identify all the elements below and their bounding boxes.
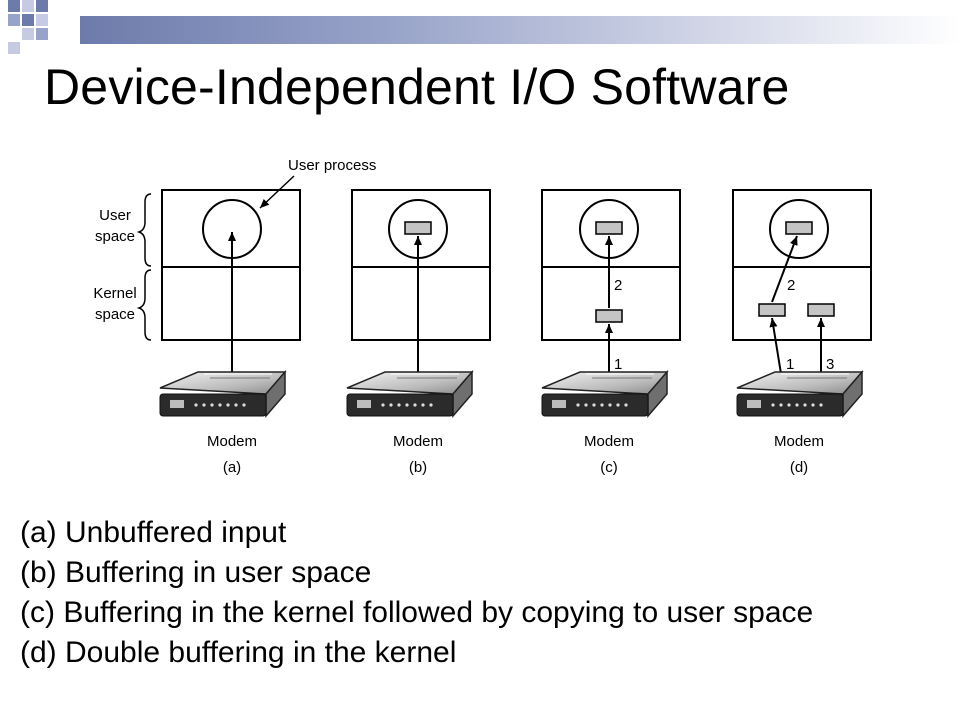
panel-b-box bbox=[351, 189, 491, 341]
panel-c-modem bbox=[541, 371, 668, 417]
user-process-label: User process bbox=[288, 157, 376, 174]
panel-d-kernel-buffer-1 bbox=[758, 303, 786, 317]
panel-d-label: (d) bbox=[790, 459, 808, 476]
panel-d-arrow-label-1: 1 bbox=[786, 356, 794, 373]
panel-c-kernel-buffer bbox=[595, 309, 623, 323]
panel-b-user-buffer bbox=[404, 221, 432, 235]
panel-b-modem bbox=[346, 371, 473, 417]
panel-c-arrow-label-1: 1 bbox=[614, 356, 622, 373]
panel-c-device-label: Modem bbox=[584, 433, 634, 450]
panel-d-box bbox=[732, 189, 872, 341]
panel-b-label: (b) bbox=[409, 459, 427, 476]
user-process-pointer bbox=[259, 175, 295, 209]
panel-c-label: (c) bbox=[600, 459, 618, 476]
kernel-space-label-line1: Kernel bbox=[93, 285, 136, 302]
panel-d-device-label: Modem bbox=[774, 433, 824, 450]
panel-d-arrow-2 bbox=[771, 235, 798, 303]
panel-c-box bbox=[541, 189, 681, 341]
user-space-brace bbox=[136, 193, 152, 267]
caption-b: (b) Buffering in user space bbox=[20, 556, 372, 589]
panel-d-user-process bbox=[769, 199, 829, 259]
panel-d-arrow-label-2: 2 bbox=[787, 277, 795, 294]
title-accent-bar bbox=[80, 16, 960, 44]
panel-d-arrow-label-3: 3 bbox=[826, 356, 834, 373]
panel-d-kernel-buffer-2 bbox=[807, 303, 835, 317]
caption-list: (a) Unbuffered input (b) Buffering in us… bbox=[20, 516, 940, 676]
user-space-label-line2: space bbox=[95, 228, 135, 245]
corner-decoration bbox=[8, 0, 48, 54]
user-space-label-line1: User bbox=[99, 207, 131, 224]
panel-c-arrow-label-2: 2 bbox=[614, 277, 622, 294]
panel-c-user-buffer bbox=[595, 221, 623, 235]
panel-b: Modem (b) bbox=[346, 189, 491, 476]
panel-d: 1 2 3 Modem (d) bbox=[732, 189, 872, 476]
caption-d: (d) Double buffering in the kernel bbox=[20, 636, 457, 669]
panel-a-modem bbox=[159, 371, 286, 417]
buffering-diagram: User space Kernel space User process Mod… bbox=[93, 157, 872, 476]
caption-c: (c) Buffering in the kernel followed by … bbox=[20, 596, 814, 629]
panel-d-arrow-1 bbox=[769, 317, 783, 381]
caption-a: (a) Unbuffered input bbox=[20, 516, 287, 549]
panel-a-label: (a) bbox=[223, 459, 241, 476]
panel-a: Modem (a) bbox=[159, 189, 301, 476]
kernel-space-label-line2: space bbox=[95, 306, 135, 323]
page-title: Device-Independent I/O Software bbox=[44, 59, 790, 115]
panel-a-device-label: Modem bbox=[207, 433, 257, 450]
panel-d-modem bbox=[736, 371, 863, 417]
panel-b-device-label: Modem bbox=[393, 433, 443, 450]
panel-d-user-buffer bbox=[785, 221, 813, 235]
panel-c: 1 2 Modem (c) bbox=[541, 189, 681, 476]
kernel-space-brace bbox=[136, 269, 152, 341]
